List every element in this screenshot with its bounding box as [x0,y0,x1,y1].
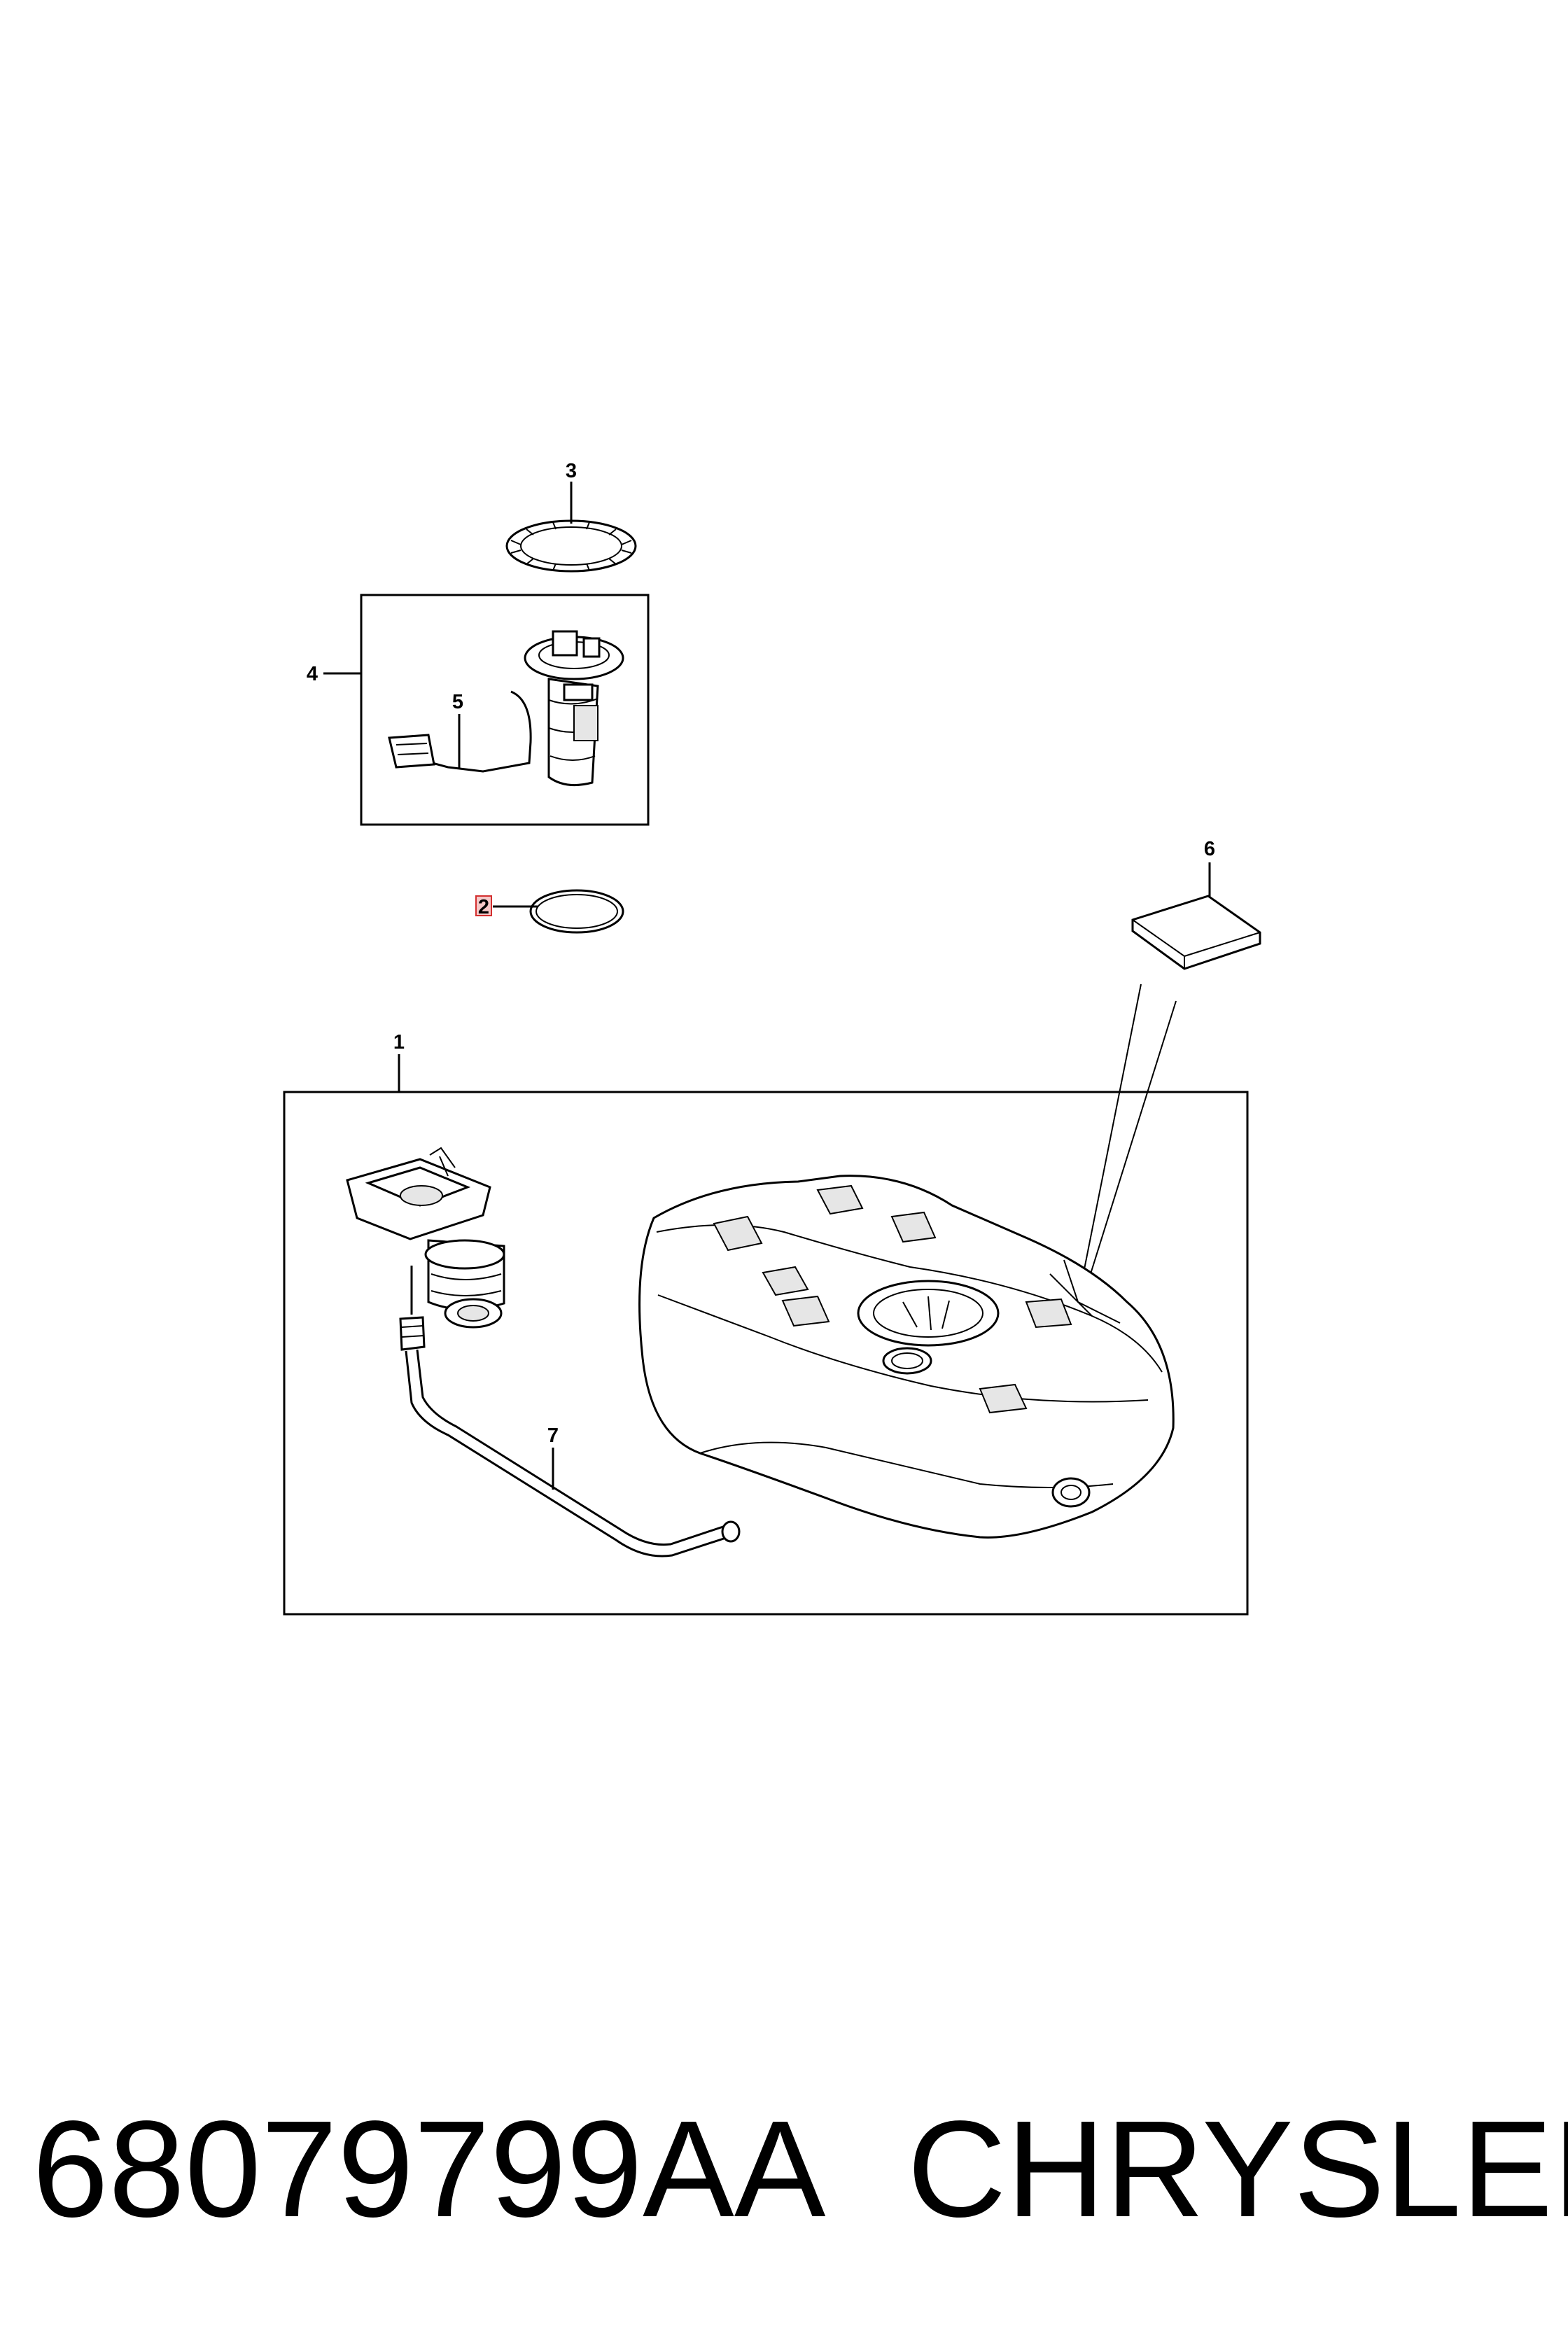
callout-2: 2 [478,896,489,918]
callout-3: 3 [566,460,577,482]
callout-4: 4 [307,663,318,685]
brand-name: CHRYSLER [907,2092,1568,2246]
seal-o-ring-part-2 [475,889,624,934]
part-number: 68079799AA [32,2092,826,2246]
callout-7: 7 [547,1424,559,1447]
fuel-pump-module-part-4 [323,594,650,826]
callout-5: 5 [452,691,463,713]
callout-1: 1 [393,1031,405,1054]
highlight-marker [475,895,492,916]
fuel-tank-assembly-part-1 [283,1054,1249,1616]
callout-6: 6 [1204,838,1215,860]
fuel-hose-part-7 [405,1349,741,1558]
lock-ring-part-3 [505,482,637,573]
label-pad-part-6 [1083,862,1261,1279]
